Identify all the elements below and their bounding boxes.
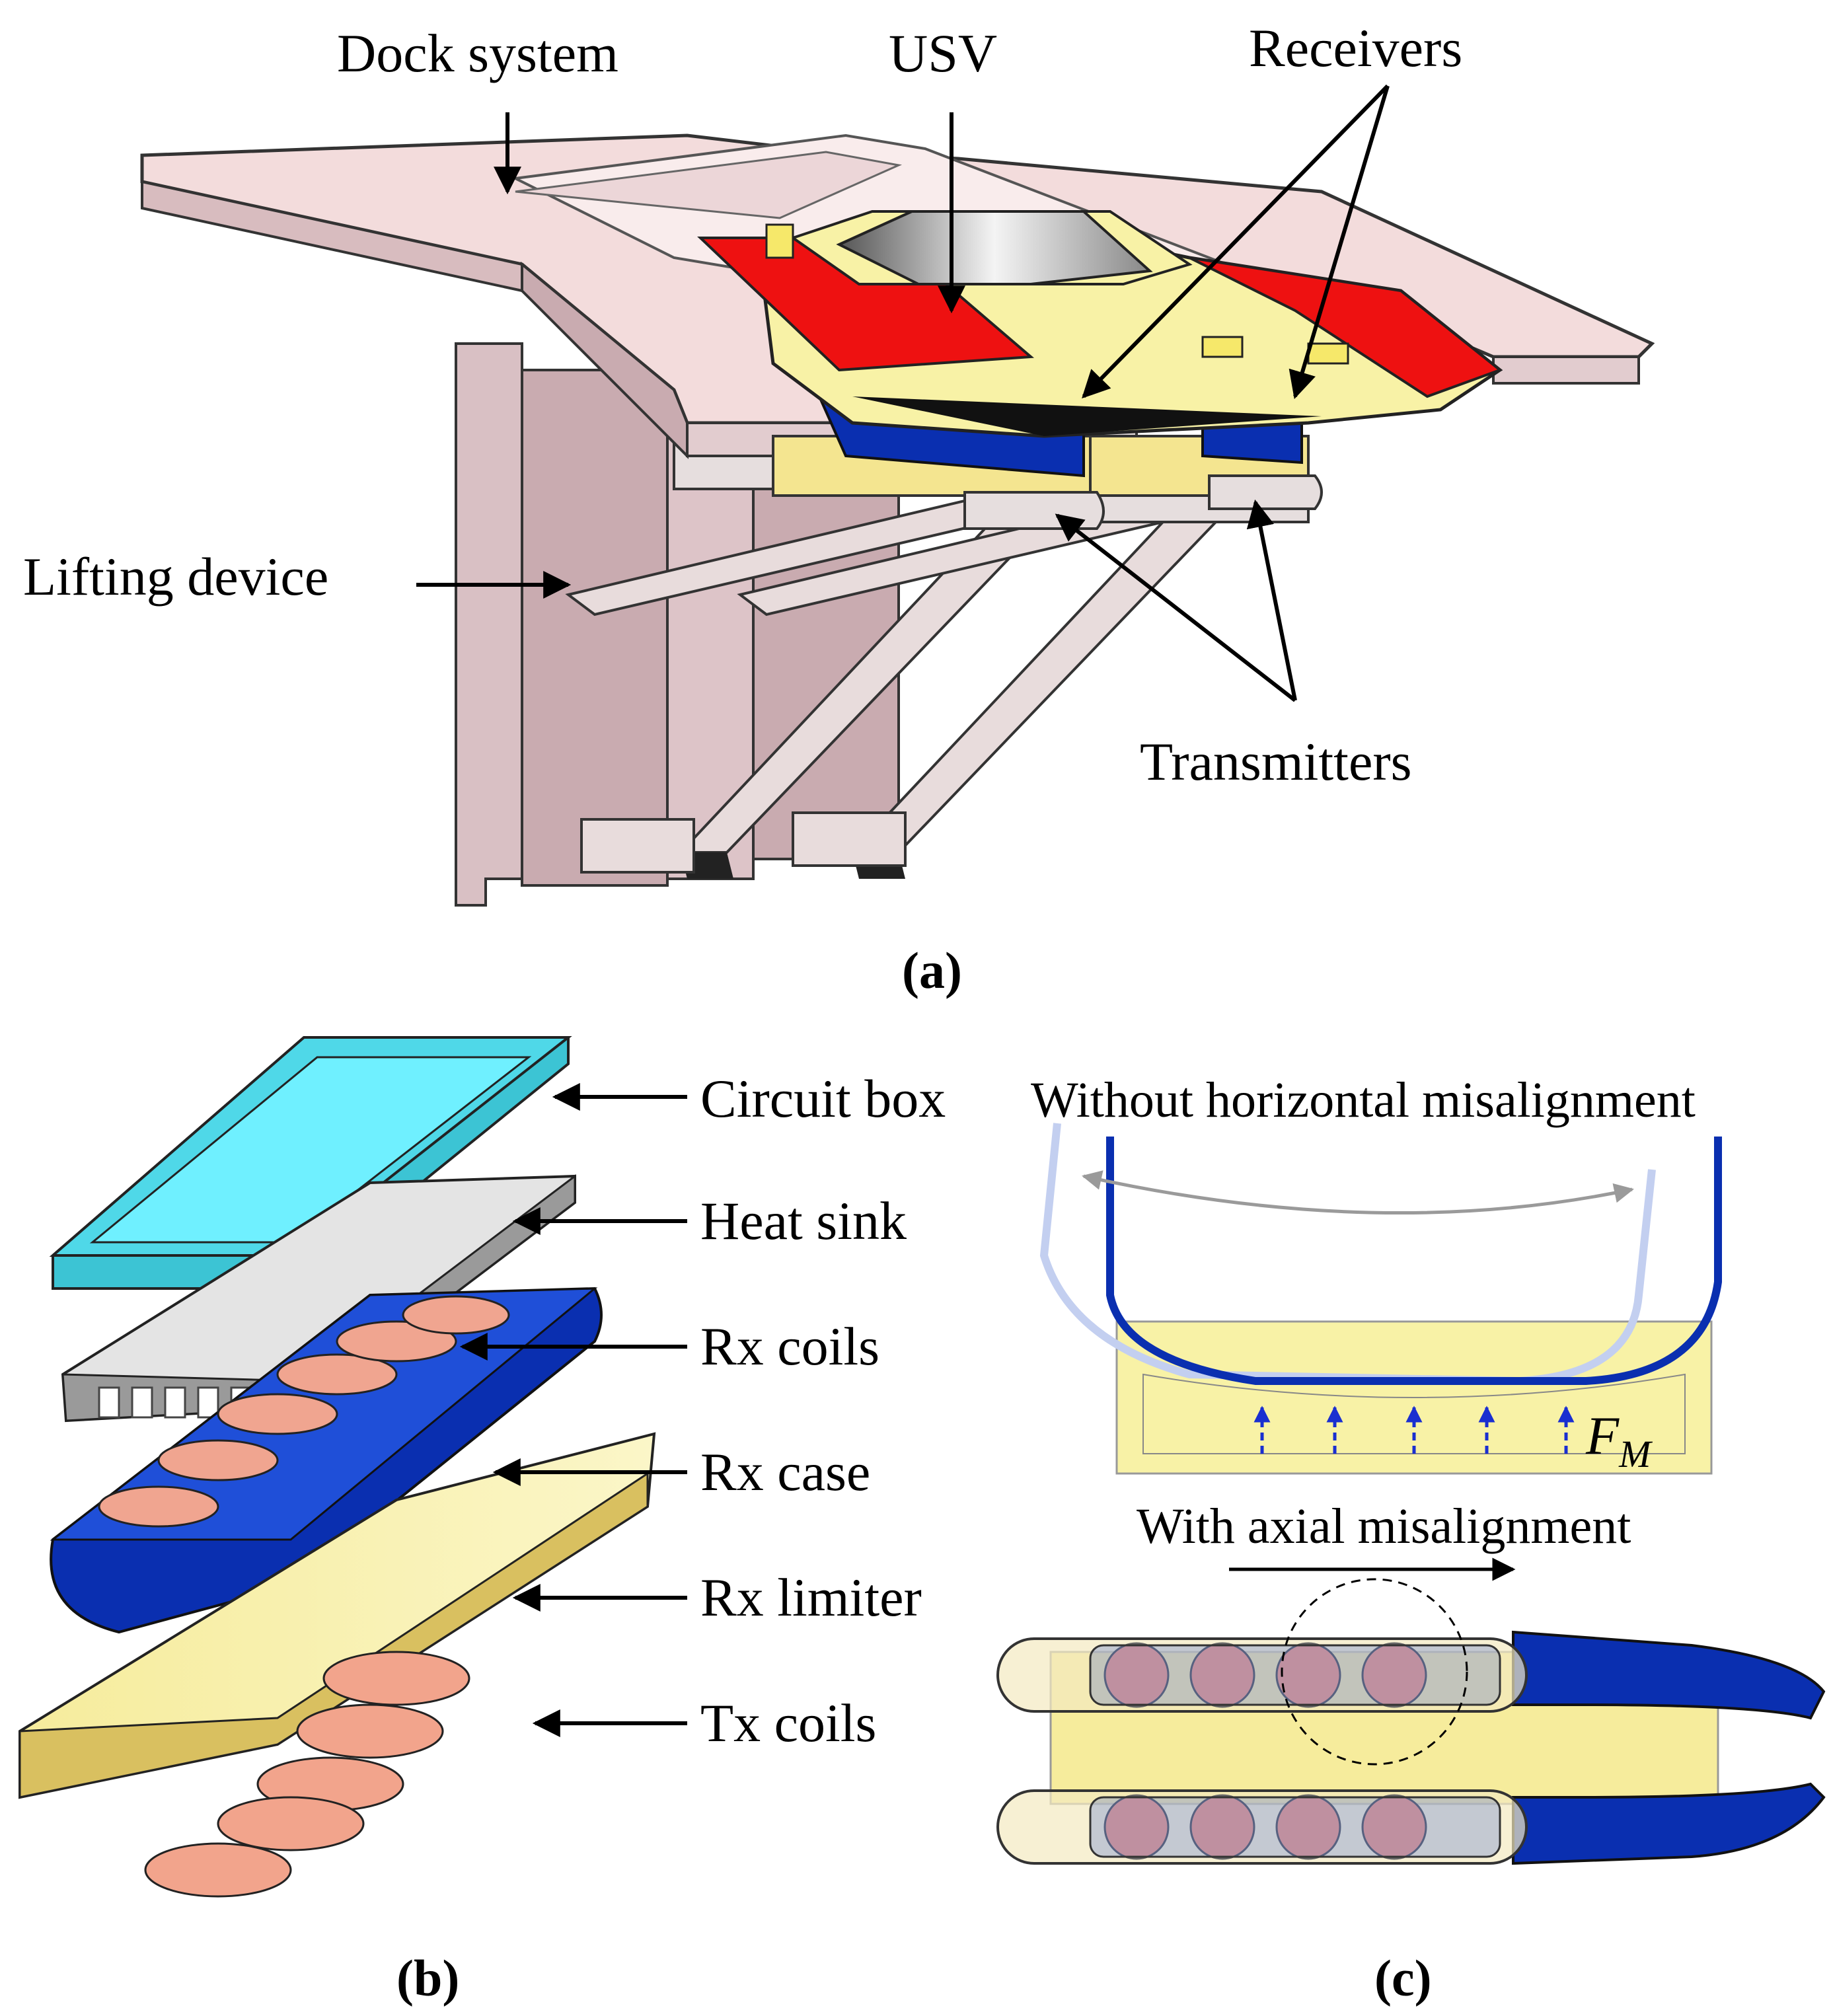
panel-c-top-illustration [1039, 1123, 1722, 1475]
panel-b-arrows [459, 1083, 687, 1737]
rx-case-label: Rx case [700, 1442, 870, 1502]
transmitter-arrow-2 [1246, 499, 1297, 701]
transmitter-arrow-1 [1055, 513, 1296, 702]
receiver-arrow-2 [1289, 85, 1390, 400]
dock-system-label: Dock system [337, 23, 618, 83]
panel-b-caption: (b) [396, 1949, 459, 2007]
panel-c-bottom-title: With axial misalignment [1137, 1499, 1631, 1554]
transmitters-label: Transmitters [1140, 731, 1412, 792]
lifting-device-label: Lifting device [23, 546, 328, 607]
panel-c-top-title: Without horizontal misalignment [1031, 1072, 1696, 1128]
rx-limiter [19, 1432, 656, 1799]
panel-c-caption: (c) [1374, 1949, 1432, 2007]
receiver-arrow-1 [1082, 84, 1390, 399]
force-subscript: M [1618, 1433, 1653, 1475]
circuit-box-label: Circuit box [700, 1068, 946, 1129]
panel-a-arrows [416, 84, 1390, 702]
circuit-box [49, 1036, 572, 1290]
force-symbol: F [1585, 1405, 1620, 1466]
panel-b-illustration [19, 1036, 656, 1898]
rx-coils [98, 1295, 510, 1528]
rx-coils-label: Rx coils [700, 1316, 879, 1376]
tx-coils [144, 1651, 470, 1898]
panel-a-caption: (a) [902, 942, 962, 999]
panel-c-bottom-illustration [996, 1578, 1826, 1865]
receivers-label: Receivers [1249, 18, 1462, 78]
rx-limiter-label: Rx limiter [700, 1567, 922, 1627]
panel-a-illustration [140, 133, 1655, 907]
heat-sink-label: Heat sink [700, 1191, 907, 1251]
force-label: FM [1585, 1405, 1653, 1475]
tx-coils-label: Tx coils [700, 1693, 876, 1753]
usv-label: USV [889, 23, 997, 83]
usv-hull [697, 210, 1503, 438]
